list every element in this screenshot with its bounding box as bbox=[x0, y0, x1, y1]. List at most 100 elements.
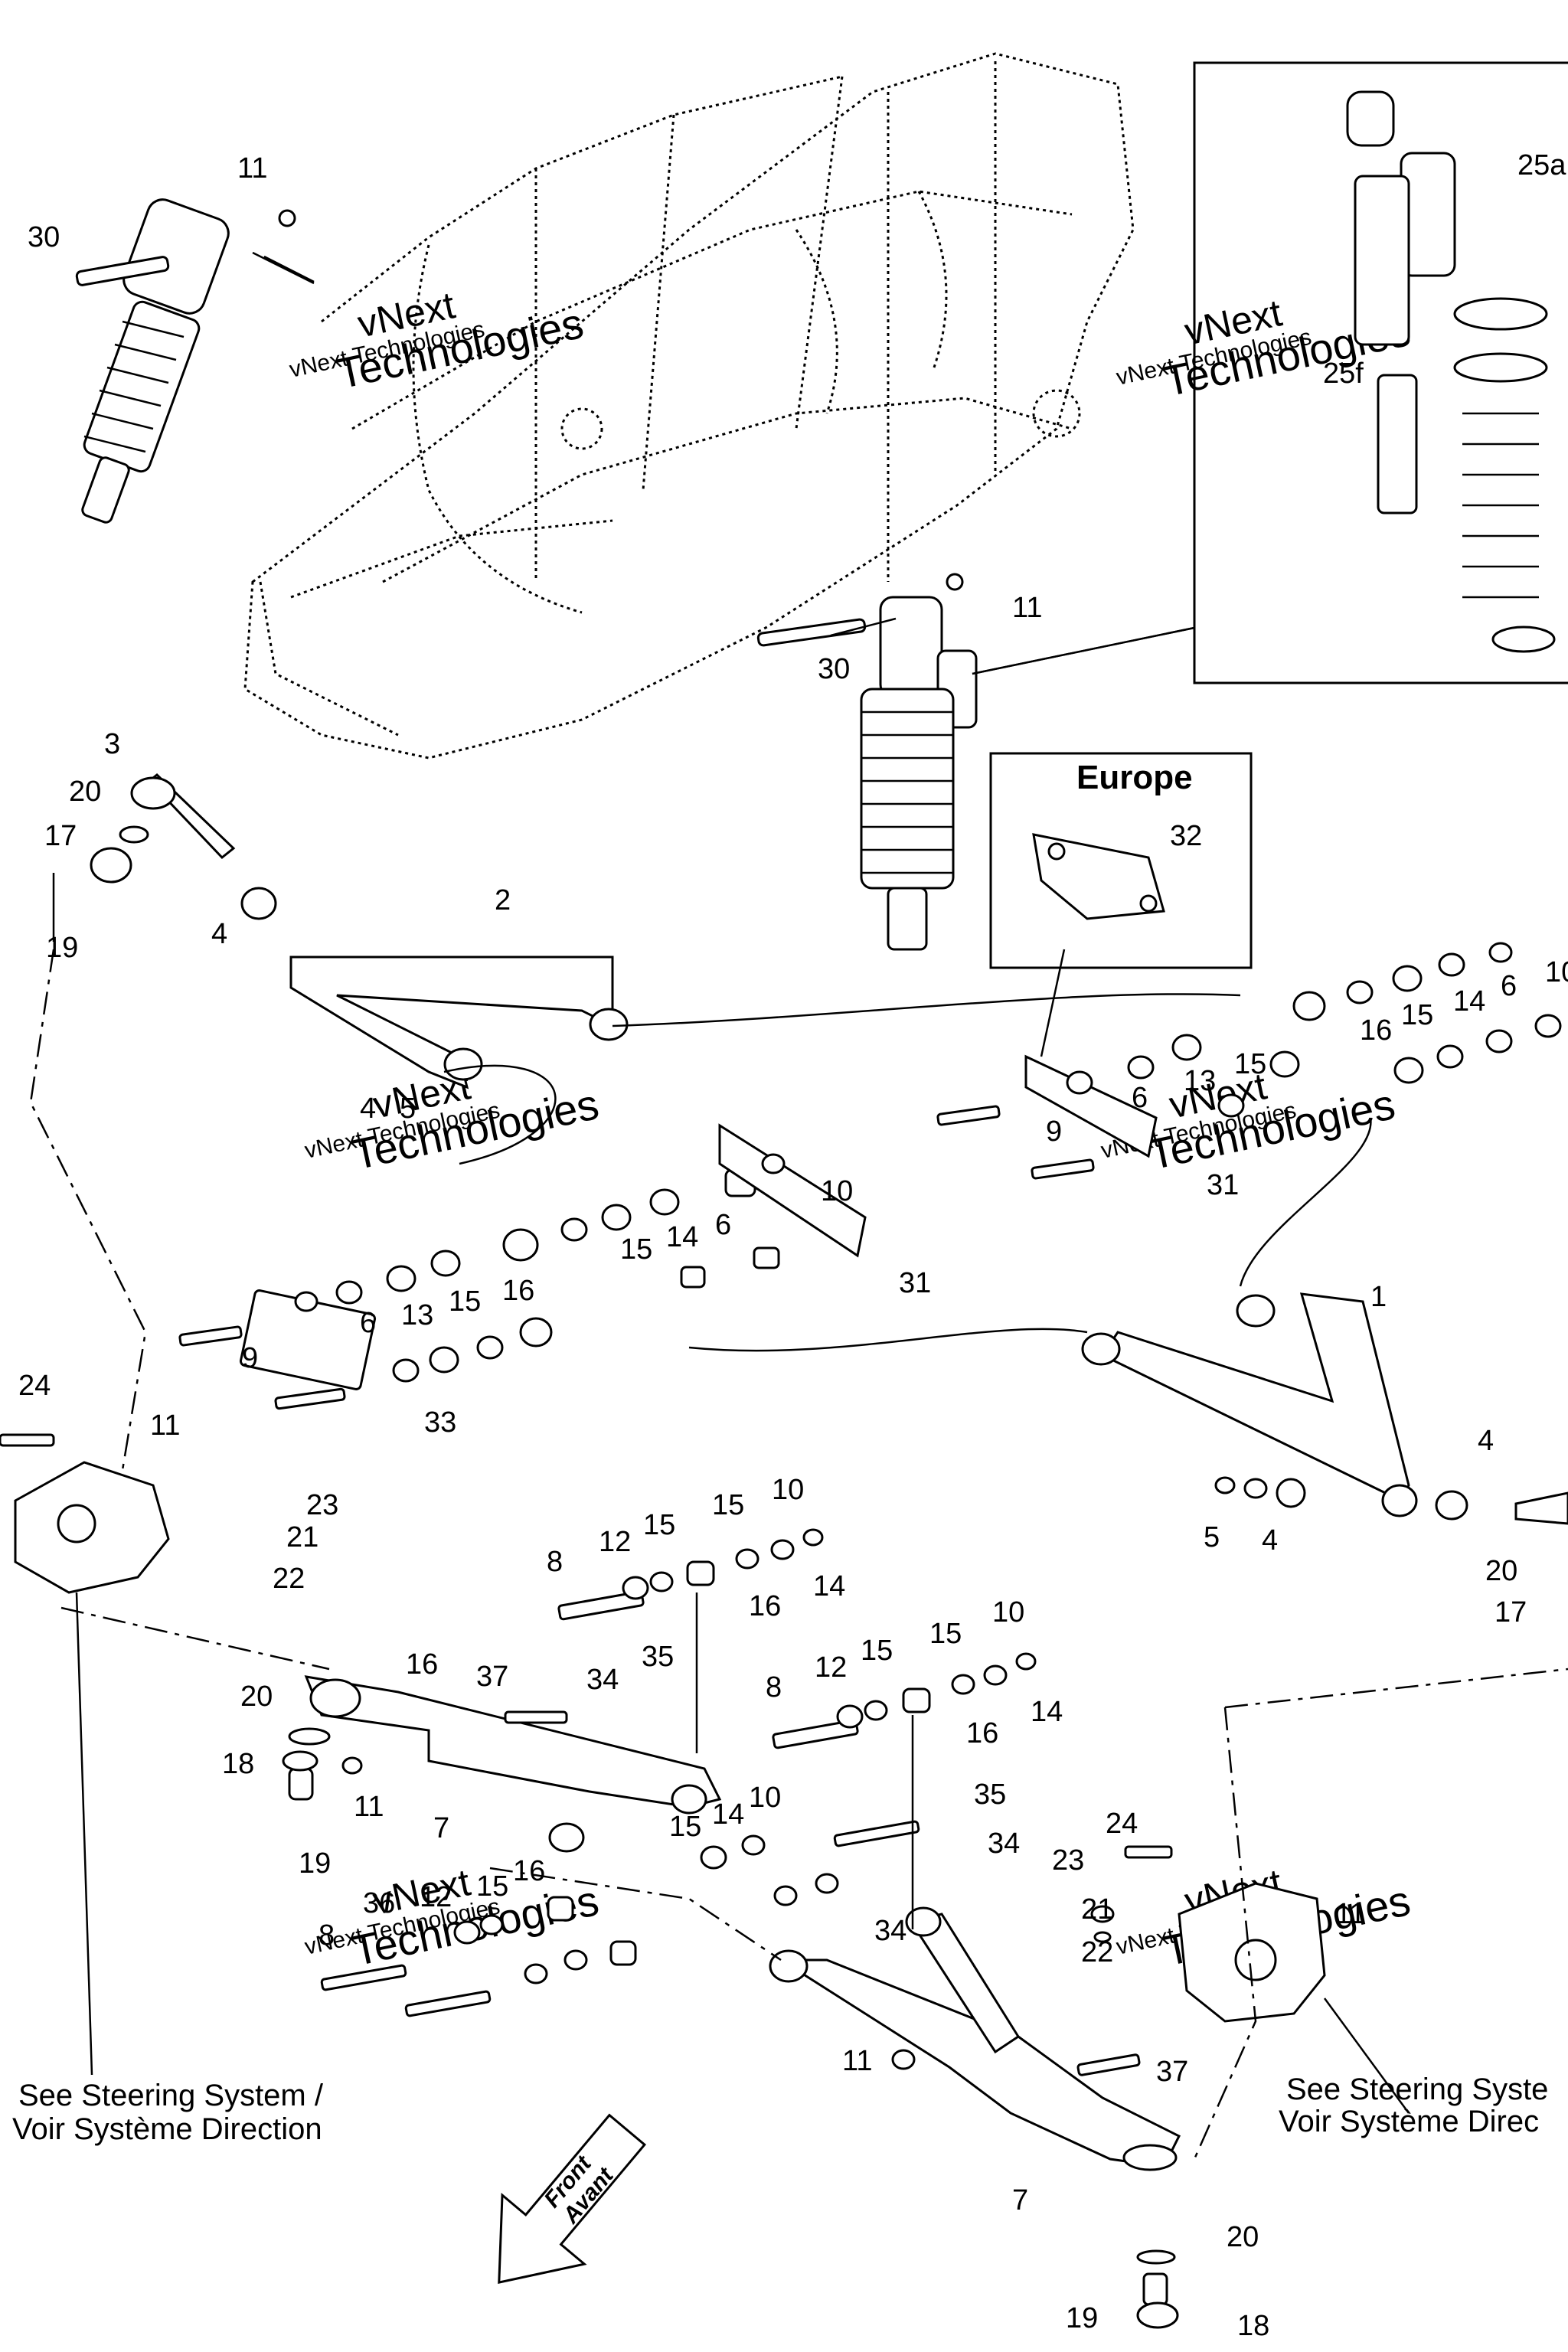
callout-4: 4 bbox=[211, 918, 227, 950]
callout-6: 6 bbox=[1132, 1082, 1148, 1114]
callout-25a: 25a bbox=[1517, 149, 1566, 181]
vehicle-frame bbox=[243, 52, 1135, 760]
callout-7: 7 bbox=[1012, 2184, 1028, 2216]
steering-knuckle-left bbox=[0, 1433, 170, 1594]
callout-7: 7 bbox=[433, 1812, 449, 1844]
callout-18: 18 bbox=[222, 1748, 254, 1780]
callout-9: 9 bbox=[242, 1342, 258, 1374]
callout-16: 16 bbox=[406, 1648, 438, 1681]
callout-36: 36 bbox=[363, 1887, 395, 1919]
callout-5: 5 bbox=[400, 1093, 416, 1125]
callout-33: 33 bbox=[424, 1406, 456, 1439]
steering-note-left-line2: Voir Système Direction bbox=[12, 2112, 322, 2146]
steering-knuckle-right bbox=[1090, 1845, 1326, 2023]
callout-20: 20 bbox=[69, 776, 101, 808]
callout-15: 15 bbox=[620, 1233, 652, 1266]
callout-22: 22 bbox=[273, 1563, 305, 1595]
callout-4: 4 bbox=[360, 1093, 376, 1125]
lower-a-arm-bushing-set-3 bbox=[320, 1820, 920, 2017]
callout-13: 13 bbox=[1184, 1065, 1216, 1097]
europe-label: Europe bbox=[1076, 759, 1193, 796]
callout-6: 6 bbox=[360, 1307, 376, 1339]
callout-6: 6 bbox=[1501, 970, 1517, 1002]
lower-a-arm-bushing-set-1 bbox=[557, 1528, 824, 1621]
callout-19: 19 bbox=[299, 1847, 331, 1880]
bushing-stack-left-upper bbox=[502, 1123, 867, 1262]
bushing-stack-right bbox=[936, 942, 1562, 1180]
callout-labels: 1130113025a25f32017192445321061415161513… bbox=[18, 149, 1568, 2342]
callout-20: 20 bbox=[1227, 2221, 1259, 2253]
callout-11: 11 bbox=[354, 1791, 384, 1823]
callout-3: 3 bbox=[104, 728, 120, 760]
callout-9: 9 bbox=[1046, 1116, 1062, 1148]
callout-32: 32 bbox=[1170, 820, 1202, 852]
callout-16: 16 bbox=[749, 1590, 781, 1622]
callout-15: 15 bbox=[669, 1811, 701, 1843]
callout-12: 12 bbox=[815, 1651, 847, 1684]
callout-4: 4 bbox=[1262, 1524, 1278, 1557]
callout-13: 13 bbox=[401, 1299, 433, 1331]
steering-note-left-line1: See Steering System / bbox=[18, 2079, 324, 2112]
callout-6: 6 bbox=[715, 1209, 731, 1241]
callout-10: 10 bbox=[772, 1474, 804, 1506]
callout-10: 10 bbox=[1545, 956, 1568, 988]
callout-15: 15 bbox=[643, 1509, 675, 1541]
callout-31: 31 bbox=[1207, 1169, 1239, 1201]
callout-14: 14 bbox=[666, 1221, 698, 1253]
callout-17: 17 bbox=[1494, 1596, 1527, 1628]
callout-16: 16 bbox=[1360, 1014, 1392, 1047]
callout-16: 16 bbox=[502, 1275, 534, 1307]
callout-19: 19 bbox=[1066, 2302, 1098, 2334]
callout-24: 24 bbox=[18, 1370, 51, 1402]
callout-37: 37 bbox=[1156, 2056, 1188, 2088]
callout-34: 34 bbox=[874, 1915, 906, 1947]
front-direction-arrow: Front Avant bbox=[498, 2113, 647, 2284]
callout-20: 20 bbox=[1485, 1555, 1517, 1587]
callout-11: 11 bbox=[1335, 1898, 1365, 1930]
rear-shock-absorber-left bbox=[75, 198, 315, 524]
callout-12: 12 bbox=[599, 1526, 631, 1558]
callout-30: 30 bbox=[818, 653, 850, 685]
steering-note-right-line2: Voir Système Direc bbox=[1279, 2105, 1539, 2138]
callout-15: 15 bbox=[1234, 1048, 1266, 1080]
callout-8: 8 bbox=[766, 1671, 782, 1704]
callout-2: 2 bbox=[495, 884, 511, 916]
callout-20: 20 bbox=[240, 1681, 273, 1713]
europe-inset bbox=[989, 752, 1253, 969]
upper-a-arm-left bbox=[90, 773, 629, 1089]
callout-12: 12 bbox=[420, 1881, 452, 1913]
callout-11: 11 bbox=[842, 2045, 872, 2077]
callout-15: 15 bbox=[1401, 999, 1433, 1031]
callout-21: 21 bbox=[286, 1521, 318, 1553]
callout-4: 4 bbox=[1478, 1425, 1494, 1457]
callout-14: 14 bbox=[813, 1570, 845, 1602]
callout-37: 37 bbox=[476, 1661, 508, 1693]
shock-detail-inset bbox=[1193, 61, 1568, 684]
callout-8: 8 bbox=[547, 1546, 563, 1578]
callout-14: 14 bbox=[1453, 985, 1485, 1018]
rear-shock-absorber-center bbox=[756, 573, 1195, 951]
callout-18: 18 bbox=[1237, 2310, 1269, 2342]
callout-11: 11 bbox=[1012, 592, 1042, 624]
callout-15: 15 bbox=[449, 1285, 481, 1318]
callout-19: 19 bbox=[46, 932, 78, 964]
lower-a-arm-left bbox=[282, 1675, 722, 1853]
upper-a-arm-right bbox=[1081, 1292, 1568, 1525]
callout-16: 16 bbox=[513, 1855, 545, 1887]
callout-34: 34 bbox=[586, 1664, 619, 1696]
callout-22: 22 bbox=[1081, 1936, 1113, 1968]
callout-23: 23 bbox=[1052, 1844, 1084, 1877]
callout-15: 15 bbox=[929, 1618, 962, 1650]
steering-note-right-line1: See Steering Syste bbox=[1286, 2073, 1548, 2106]
callout-30: 30 bbox=[28, 221, 60, 253]
callout-16: 16 bbox=[966, 1717, 998, 1749]
callout-1: 1 bbox=[1370, 1281, 1387, 1313]
callout-14: 14 bbox=[712, 1798, 744, 1831]
callout-11: 11 bbox=[237, 152, 267, 185]
callout-21: 21 bbox=[1081, 1893, 1113, 1926]
callout-35: 35 bbox=[642, 1641, 674, 1673]
callout-31: 31 bbox=[899, 1267, 931, 1299]
callout-17: 17 bbox=[44, 820, 77, 852]
callout-8: 8 bbox=[318, 1919, 335, 1952]
